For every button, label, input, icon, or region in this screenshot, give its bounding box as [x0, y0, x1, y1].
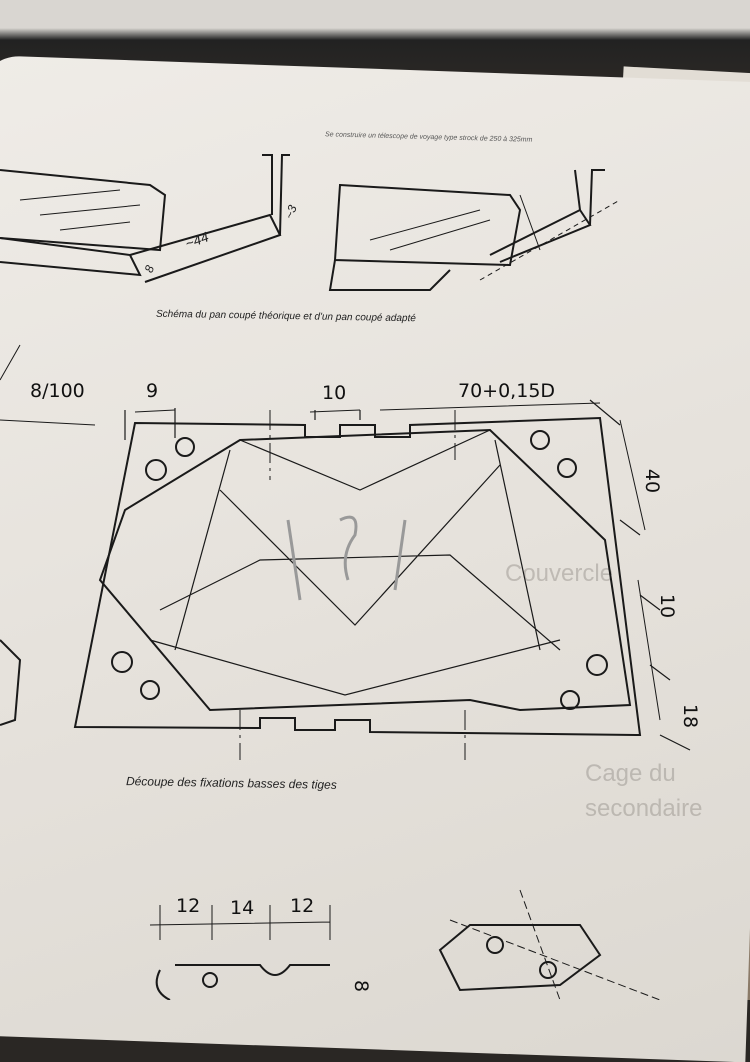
dim-40: 40 — [641, 468, 664, 494]
dim-18: 18 — [679, 703, 702, 729]
main-diagram — [0, 344, 691, 760]
bleed-text: secondaire — [585, 795, 703, 822]
dim-10-right: 10 — [656, 593, 679, 619]
bottom-diagram — [149, 889, 661, 1000]
top-left-diagram — [0, 154, 290, 283]
dim-70: 70+0,15D — [458, 380, 556, 402]
dim-12b: 12 — [290, 895, 315, 917]
dim-8: 8 — [350, 979, 373, 993]
dim-9: 9 — [146, 380, 159, 402]
dim-slope: 8/100 — [30, 380, 85, 402]
bleed-text: Cage du — [585, 760, 676, 787]
top-right-diagram — [328, 169, 621, 291]
dim-10-top: 10 — [322, 382, 347, 404]
dim-14: 14 — [230, 897, 255, 919]
technical-drawings — [0, 154, 691, 1000]
dim-12a: 12 — [176, 895, 201, 917]
question-exclamation-mark — [286, 515, 407, 601]
